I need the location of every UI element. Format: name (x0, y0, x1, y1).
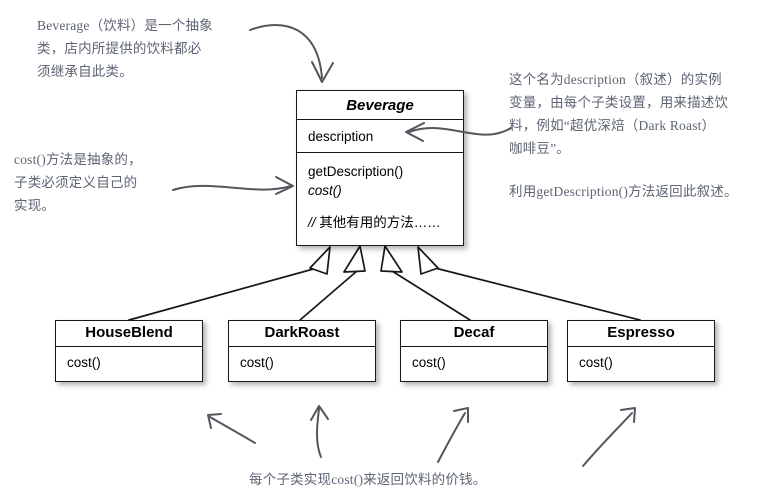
callout-arrow-decaf (437, 412, 466, 463)
callout-arrowhead-top-left (311, 61, 334, 83)
class-operations-beverage: getDescription() cost() // 其他有用的方法…… (297, 153, 463, 245)
callout-arrowhead-decaf (453, 407, 469, 423)
generalization-line-decaf (391, 270, 471, 321)
inheritance-arrowhead-darkroast (343, 245, 366, 273)
operation-cost-decaf: cost() (412, 355, 446, 370)
annotation-top-right-second: 利用getDescription()方法返回此叙述。 (509, 184, 738, 199)
class-name-houseblend: HouseBlend (56, 321, 202, 347)
class-box-beverage[interactable]: Beverage description getDescription() co… (296, 90, 464, 246)
callout-arrow-houseblend (209, 416, 256, 444)
callout-arrowhead-espresso (620, 407, 636, 423)
class-box-houseblend[interactable]: HouseBlend cost() (55, 320, 203, 382)
class-operations-darkroast: cost() (229, 347, 375, 381)
class-operations-decaf: cost() (401, 347, 547, 381)
class-box-espresso[interactable]: Espresso cost() (567, 320, 715, 382)
class-operations-espresso: cost() (568, 347, 714, 381)
class-name-espresso: Espresso (568, 321, 714, 347)
class-box-decaf[interactable]: Decaf cost() (400, 320, 548, 382)
annotation-top-left: Beverage（饮料）是一个抽象 类，店内所提供的饮料都必 须继承自此类。 (37, 18, 213, 79)
annotation-middle-left: cost()方法是抽象的， 子类必须定义自己的 实现。 (14, 152, 142, 213)
class-name-darkroast: DarkRoast (229, 321, 375, 347)
annotation-top-right: 这个名为description（叙述）的实例 变量，由每个子类设置，用来描述饮 … (509, 72, 729, 156)
annotation-bottom: 每个子类实现cost()来返回饮料的价钱。 (249, 472, 487, 487)
operation-cost-espresso: cost() (579, 355, 613, 370)
generalization-line-espresso (434, 267, 641, 321)
operation-cost-darkroast: cost() (240, 355, 274, 370)
callout-arrow-middle-left (172, 184, 292, 191)
callout-arrow-top-left (249, 23, 323, 79)
class-comment-beverage: // 其他有用的方法…… (308, 213, 452, 232)
operation-getdescription: getDescription() (308, 164, 404, 179)
callout-arrowhead-darkroast (310, 405, 329, 421)
callout-arrow-darkroast (316, 408, 322, 458)
inheritance-arrowhead-decaf (380, 245, 403, 273)
callout-arrowhead-middle-left (275, 176, 294, 195)
callout-arrow-espresso (582, 412, 633, 467)
callout-arrowhead-houseblend (207, 413, 222, 429)
comment-slashes: // (308, 215, 316, 230)
class-box-darkroast[interactable]: DarkRoast cost() (228, 320, 376, 382)
generalization-line-darkroast (299, 270, 358, 321)
generalization-line-houseblend (128, 267, 318, 321)
class-operations-houseblend: cost() (56, 347, 202, 381)
class-name-beverage: Beverage (297, 91, 463, 120)
class-attributes-beverage: description (297, 120, 463, 153)
attribute-description: description (308, 129, 374, 144)
operation-cost-abstract: cost() (308, 183, 342, 198)
comment-text: 其他有用的方法…… (315, 215, 441, 230)
inheritance-arrowhead-houseblend (309, 246, 331, 275)
operation-cost-houseblend: cost() (67, 355, 101, 370)
inheritance-arrowhead-espresso (417, 246, 439, 275)
class-name-decaf: Decaf (401, 321, 547, 347)
